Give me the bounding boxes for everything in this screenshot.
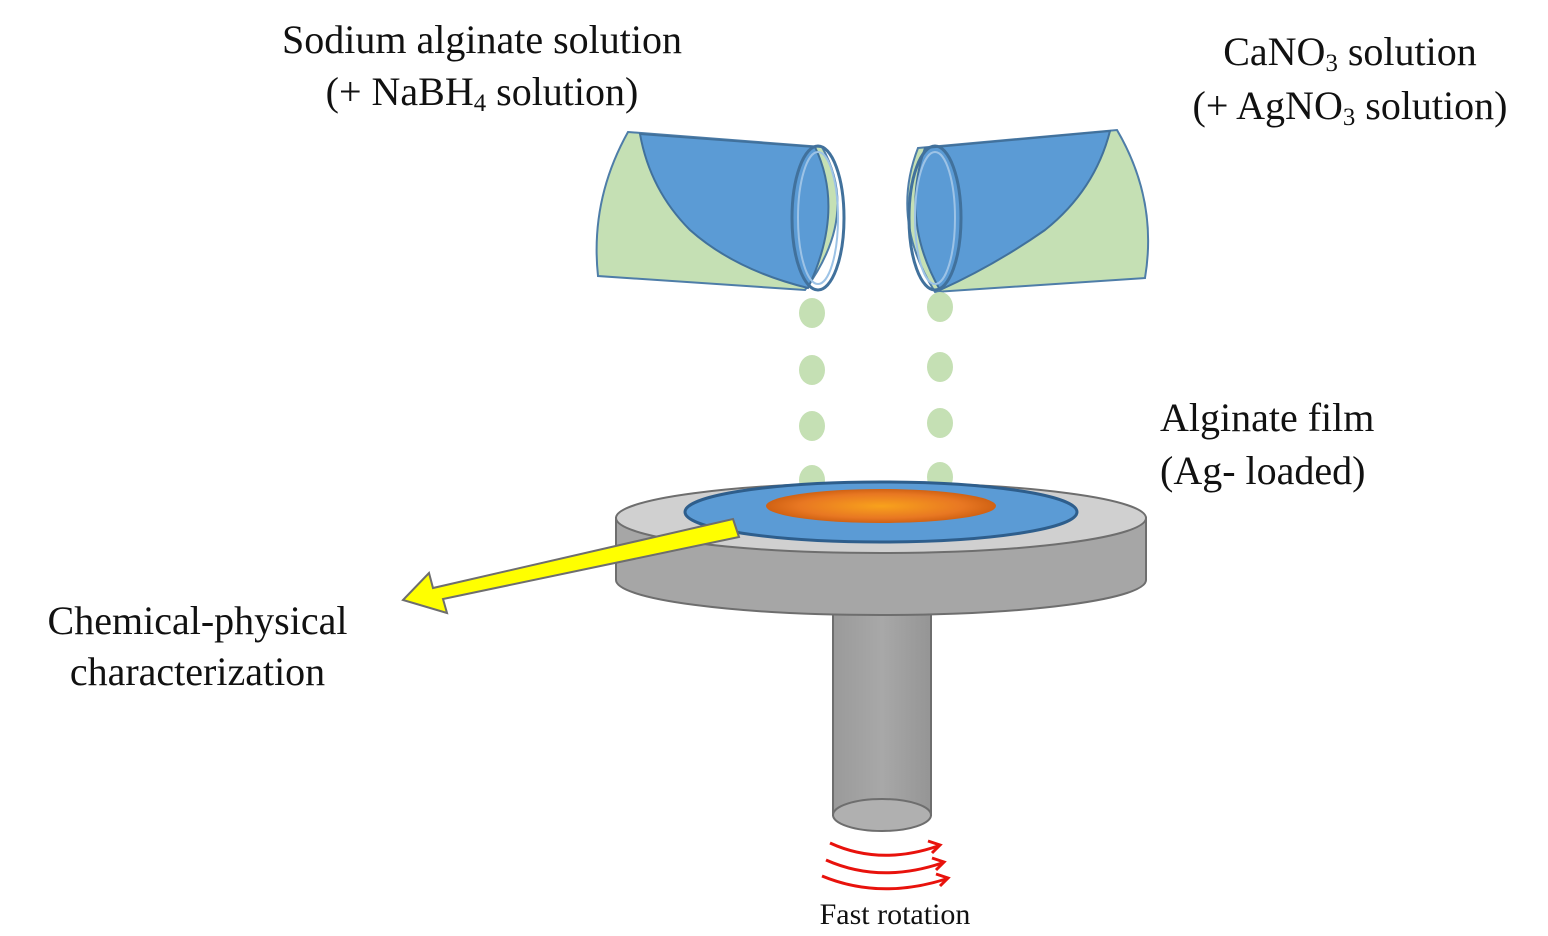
droplet-icon [927, 352, 953, 382]
right-solution-text: CaNO [1223, 29, 1326, 74]
characterization-label-line2: characterization [69, 649, 326, 694]
left-beaker-icon [595, 130, 846, 292]
right-solution-text-2-end: solution) [1355, 83, 1508, 128]
yellow-arrow-icon [401, 517, 741, 615]
left-solution-subscript: 4 [473, 90, 487, 118]
right-solution-label-line2: (+ AgNO3 solution) [1160, 83, 1540, 131]
right-solution-text-2: (+ AgNO [1192, 83, 1343, 128]
droplet-icon [927, 408, 953, 438]
right-beaker-icon [906, 128, 1150, 294]
droplet-icon [927, 292, 953, 322]
droplet-icon [799, 298, 825, 328]
characterization-label-line1: Chemical-physical [47, 598, 348, 643]
right-solution-text-end: solution [1337, 29, 1477, 74]
rotation-label: Fast rotation [819, 898, 971, 931]
left-solution-label-line2: (+ NaBH4 solution) [232, 69, 732, 117]
left-solution-text: (+ NaBH [325, 69, 474, 114]
droplets-right [927, 292, 953, 492]
spin-shaft [832, 594, 932, 832]
spin-coater-icon [615, 480, 1147, 616]
film-label-line2: (Ag- loaded) [1160, 448, 1366, 493]
left-solution-label-line1: Sodium alginate solution [282, 17, 682, 62]
rotation-arrows-icon [821, 839, 951, 891]
droplet-icon [799, 355, 825, 385]
left-solution-text-end: solution) [486, 69, 639, 114]
film-label-line1: Alginate film [1160, 395, 1375, 440]
droplet-icon [799, 411, 825, 441]
right-solution-subscript-2: 3 [1342, 104, 1356, 132]
right-solution-label-line1: CaNO3 solution [1160, 29, 1540, 77]
droplets-left [799, 298, 825, 495]
right-solution-subscript: 3 [1325, 50, 1338, 78]
